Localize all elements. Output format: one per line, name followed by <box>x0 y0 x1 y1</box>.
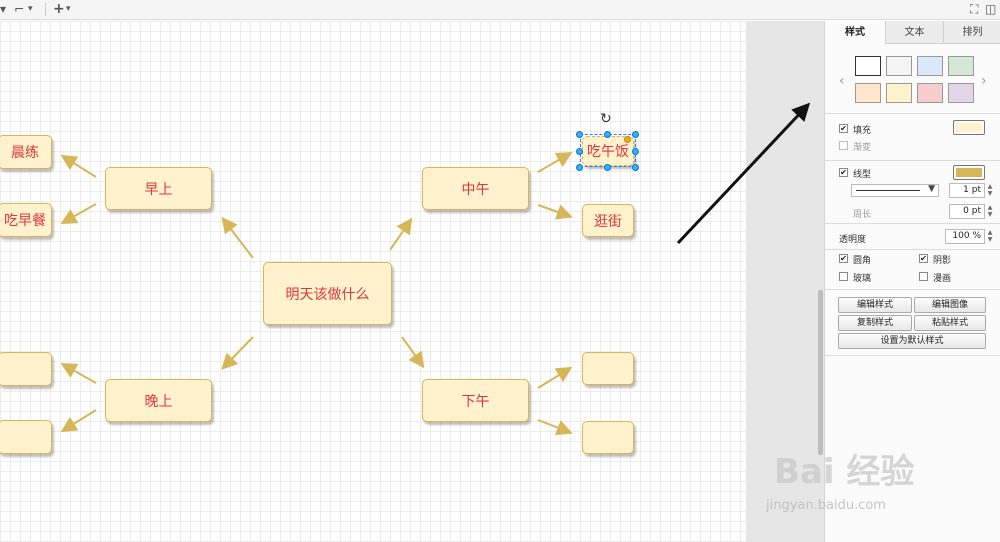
resize-handle[interactable] <box>576 131 583 138</box>
line-pattern-select[interactable]: ▼ <box>851 184 939 197</box>
tab-text[interactable]: 文本 <box>885 21 943 44</box>
morning-node[interactable]: 早上 <box>105 167 212 210</box>
style-swatch[interactable] <box>917 56 943 76</box>
style-swatch[interactable] <box>948 83 974 103</box>
waypoint-icon[interactable]: ⌐ <box>14 2 25 16</box>
afternoon-node[interactable]: 下午 <box>422 379 529 422</box>
sketch-checkbox[interactable] <box>919 272 928 281</box>
corner-radius-handle[interactable] <box>624 136 631 143</box>
shadow-label: 阴影 <box>933 256 952 266</box>
afternoon-leaf-node[interactable] <box>582 352 634 385</box>
perimeter-input[interactable]: 0 pt <box>949 204 985 219</box>
edit-style-button[interactable]: 编辑样式 <box>838 297 912 313</box>
set-default-style-button[interactable]: 设置为默认样式 <box>838 333 986 349</box>
panel-divider <box>825 113 1000 114</box>
resize-handle[interactable] <box>576 148 583 155</box>
chevron-left-icon[interactable]: ‹ <box>839 73 845 89</box>
opacity-stepper[interactable]: ▲▼ <box>987 229 993 243</box>
rounded-checkbox[interactable]: ✔ <box>839 254 848 263</box>
edit-image-button[interactable]: 编辑图像 <box>914 297 986 313</box>
evening-leaf-node[interactable] <box>0 352 52 386</box>
panel-divider <box>825 249 1000 250</box>
style-swatch[interactable] <box>855 56 881 76</box>
fill-checkbox[interactable]: ✔ <box>839 124 848 133</box>
panel-divider <box>825 223 1000 224</box>
line-color-button[interactable] <box>953 165 985 180</box>
gradient-checkbox[interactable] <box>839 141 848 150</box>
format-tabs: 样式 文本 排列 <box>825 21 1000 44</box>
glass-label: 玻璃 <box>853 274 872 284</box>
opacity-input[interactable]: 100 % <box>945 229 985 244</box>
line-checkbox[interactable]: ✔ <box>839 168 848 177</box>
noon-node[interactable]: 中午 <box>422 167 529 210</box>
resize-handle[interactable] <box>632 148 639 155</box>
line-width-stepper[interactable]: ▲▼ <box>987 183 993 197</box>
opacity-label: 透明度 <box>839 235 867 245</box>
fill-label: 填充 <box>853 126 872 136</box>
copy-style-button[interactable]: 复制样式 <box>838 315 912 331</box>
perimeter-label: 周长 <box>853 210 872 220</box>
format-panel: 样式 文本 排列 ‹ › ✔ 填充 渐变 ✔ 线型 ▼ 1 pt ▲▼ 周长 0… <box>824 21 1000 542</box>
vertical-scrollbar[interactable] <box>818 290 823 455</box>
chevron-down-icon[interactable]: ▾ <box>66 4 71 14</box>
style-swatch[interactable] <box>855 83 881 103</box>
rounded-label: 圆角 <box>853 256 872 266</box>
line-width-input[interactable]: 1 pt <box>949 183 985 198</box>
fullscreen-icon[interactable]: ⛶ <box>970 2 979 16</box>
evening-node[interactable]: 晚上 <box>105 379 212 422</box>
resize-handle[interactable] <box>604 131 611 138</box>
toolbar-divider <box>45 3 46 16</box>
toolbar: ▾ ⌐ ▾ + ▾ ⛶ ◫ <box>0 0 1000 20</box>
style-swatch[interactable] <box>917 83 943 103</box>
sketch-label: 漫画 <box>933 274 952 284</box>
style-swatch[interactable] <box>886 83 912 103</box>
gradient-label: 渐变 <box>853 143 872 153</box>
chevron-right-icon[interactable]: › <box>981 73 987 89</box>
shadow-checkbox[interactable]: ✔ <box>919 254 928 263</box>
chevron-down-icon[interactable]: ▾ <box>0 2 7 16</box>
tab-arrange[interactable]: 排列 <box>943 21 1000 44</box>
style-swatch[interactable] <box>886 56 912 76</box>
plus-icon[interactable]: + <box>53 1 65 17</box>
glass-checkbox[interactable] <box>839 272 848 281</box>
perimeter-stepper[interactable]: ▲▼ <box>987 204 993 218</box>
shopping-node[interactable]: 逛街 <box>582 204 634 237</box>
resize-handle[interactable] <box>632 131 639 138</box>
morning-exercise-node[interactable]: 晨练 <box>0 135 52 169</box>
fill-color-button[interactable] <box>953 120 985 135</box>
line-label: 线型 <box>853 170 872 180</box>
resize-handle[interactable] <box>576 164 583 171</box>
breakfast-node[interactable]: 吃早餐 <box>0 203 52 237</box>
evening-leaf-node[interactable] <box>0 420 52 454</box>
panel-divider <box>825 160 1000 161</box>
chevron-down-icon[interactable]: ▾ <box>28 4 33 14</box>
panel-divider <box>825 289 1000 290</box>
panel-divider <box>825 355 1000 356</box>
chevron-down-icon: ▼ <box>928 184 935 194</box>
paste-style-button[interactable]: 粘贴样式 <box>914 315 986 331</box>
resize-handle[interactable] <box>604 164 611 171</box>
resize-handle[interactable] <box>632 164 639 171</box>
central-topic-node[interactable]: 明天该做什么 <box>263 262 392 325</box>
panel-toggle-icon[interactable]: ◫ <box>985 2 997 16</box>
afternoon-leaf-node[interactable] <box>582 421 634 454</box>
canvas-gutter <box>746 21 824 542</box>
tab-style[interactable]: 样式 <box>825 21 885 44</box>
style-swatch[interactable] <box>948 56 974 76</box>
rotate-icon[interactable]: ↻ <box>600 111 612 127</box>
